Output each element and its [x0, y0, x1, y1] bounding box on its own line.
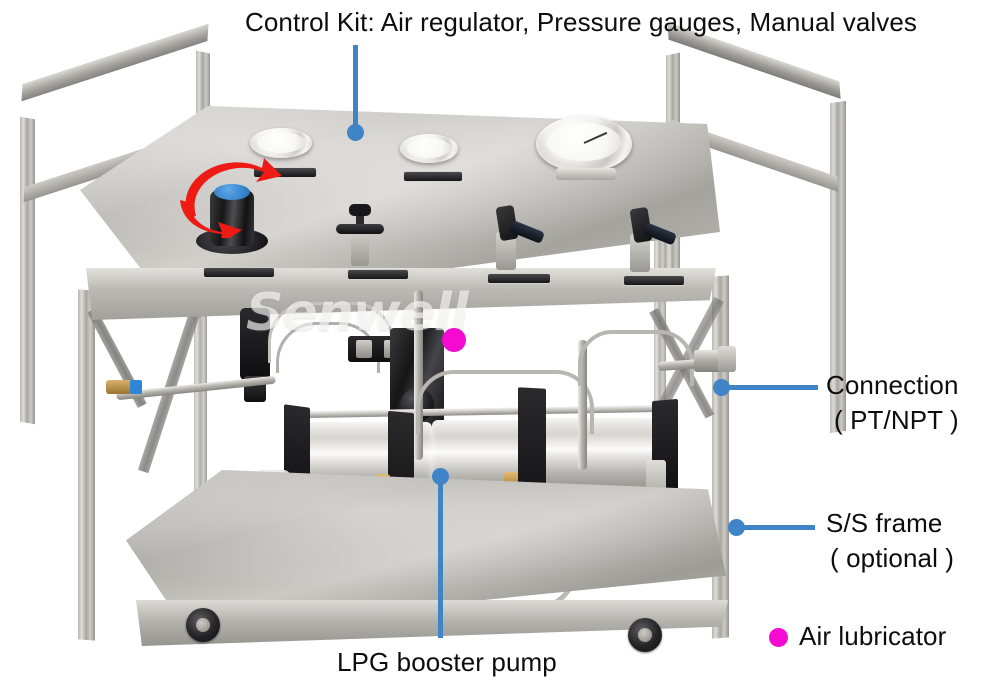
small-gauge-middle-nameplate	[404, 172, 462, 181]
relief-valve-body	[351, 228, 369, 266]
gas-outlet-valve-body	[630, 234, 650, 272]
rotation-arrow-icon	[180, 158, 282, 238]
annotation-ss-frame-leader-line	[737, 525, 815, 530]
annotation-connection-label: Connection	[826, 370, 959, 400]
caster-wheel-right	[628, 618, 662, 652]
annotation-control-kit-leader-dot	[347, 124, 364, 141]
large-gauge-right	[536, 116, 632, 172]
relief-valve-cap[interactable]	[349, 204, 371, 216]
process-pipe-right-bend	[578, 330, 694, 386]
air-inlet-valve-nameplate	[488, 274, 550, 283]
air-lubricator-marker-dot	[442, 328, 466, 352]
annotation-control-kit-label: Control Kit: Air regulator, Pressure gau…	[245, 7, 918, 37]
frame-rail-left-outer	[20, 116, 35, 425]
annotation-ss-frame-label: S/S frame	[826, 508, 943, 538]
small-gauge-left	[250, 128, 312, 158]
air-regulator-cap[interactable]	[214, 184, 250, 200]
small-gauge-middle	[400, 134, 458, 163]
brass-fitting-left	[106, 380, 132, 394]
annotation-ss-frame-sublabel: ( optional )	[830, 543, 955, 573]
frame-post-front-right	[712, 275, 729, 639]
process-pipe-right-riser	[578, 340, 587, 470]
caster-wheel-left	[186, 608, 220, 642]
air-lubricator-body	[240, 308, 270, 380]
annotation-lpg-pump-leader-line	[438, 476, 443, 638]
relief-valve-handle[interactable]	[336, 224, 384, 234]
relief-valve-stem	[356, 212, 364, 234]
process-pipe-loop-upper	[416, 370, 594, 434]
process-pipe-vertical-center	[414, 290, 423, 460]
legend-air-lubricator-dot	[769, 628, 788, 647]
annotation-connection-leader-line	[722, 385, 818, 390]
annotation-control-kit-leader-line	[353, 45, 358, 130]
gas-outlet-valve-nameplate	[624, 276, 684, 285]
product-photo: Senwell	[18, 22, 848, 665]
air-regulator-nameplate	[204, 268, 274, 277]
blue-collet-left[interactable]	[130, 380, 142, 394]
legend-air-lubricator-label: Air lubricator	[799, 621, 947, 651]
large-gauge-mount	[556, 168, 616, 180]
annotation-ss-frame-leader-dot	[728, 519, 745, 536]
outlet-connection-nut	[718, 346, 736, 372]
air-inlet-valve-body	[496, 232, 516, 270]
annotation-lpg-pump-label: LPG booster pump	[337, 647, 557, 677]
frame-rail-left-top	[21, 23, 209, 102]
small-gauge-left-nameplate	[254, 168, 316, 177]
relief-valve-nameplate	[348, 270, 408, 279]
annotation-connection-leader-dot	[713, 379, 730, 396]
manifold-port-1	[356, 340, 372, 358]
annotation-connection-sublabel: ( PT/NPT )	[834, 405, 959, 435]
large-gauge-needle	[583, 131, 608, 144]
frame-post-front-left	[78, 289, 95, 641]
